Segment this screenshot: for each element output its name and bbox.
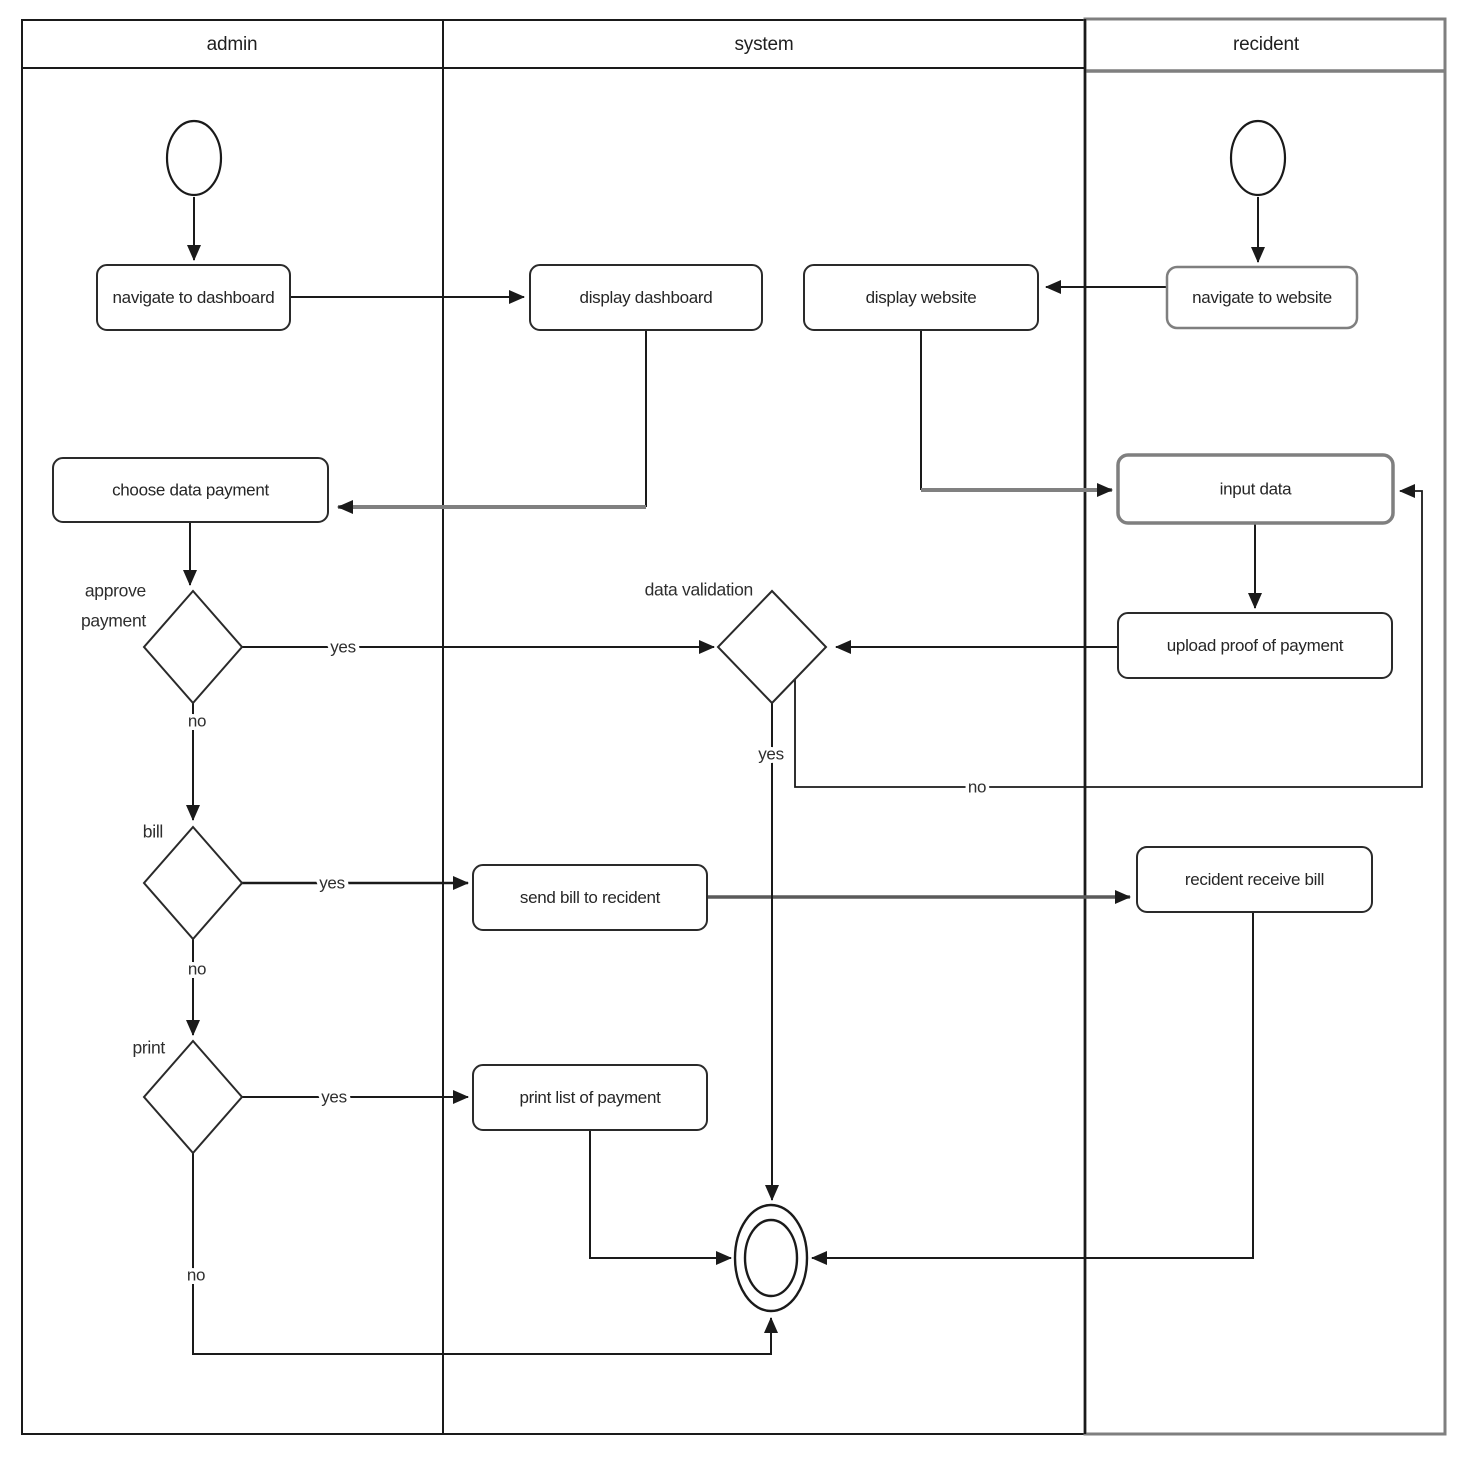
navigate-to-dashboard-node [96,264,291,331]
approve-payment-decision [142,589,244,705]
display-website-label: display website [866,288,977,307]
send-bill-to-recident-label: send bill to recident [520,888,661,907]
edge-approve-yes-to-data-validation-label: yes [330,637,356,656]
navigate-to-dashboard-label: navigate to dashboard [113,288,275,307]
bill-decision-label: bill [143,822,163,842]
lane-frame-main [21,19,1086,1435]
display-dashboard-label: display dashboard [580,288,713,307]
display-website-node [803,264,1039,331]
edge-bill-no-to-print-label: no [188,959,206,978]
recident-start-node [1229,119,1287,197]
approve-payment-decision-label: approve [85,581,146,601]
edge-print-no-to-end-label: no [187,1265,205,1284]
lane-title-recident: recident [1233,34,1300,55]
edges-layer [183,197,1423,1355]
print-decision [142,1039,244,1155]
approve-payment-decision-label: payment [81,611,146,631]
input-data-label: input data [1220,479,1293,498]
print-decision-label: print [132,1038,165,1058]
navigate-to-website-node [1165,265,1359,330]
edge-print-yes-to-print-list-label: yes [321,1087,347,1106]
recident-receive-bill-label: recident receive bill [1185,870,1324,889]
display-dashboard-node [529,264,763,331]
data-validation-decision [716,589,828,705]
labels-layer: navigate to dashboard display dashboard di… [81,288,1344,1288]
lane-title-system: system [735,34,794,55]
upload-proof-of-payment-node [1117,612,1393,679]
input-data-node [1116,453,1395,525]
choose-data-payment-node [52,457,329,523]
edge-recident-receive-to-end [811,912,1254,1265]
lane-title-admin: admin [207,34,258,55]
upload-proof-of-payment-label: upload proof of payment [1167,636,1344,655]
edge-print-list-to-end [589,1130,732,1265]
edge-data-validation-no-to-input-data [794,484,1423,788]
print-list-of-payment-label: print list of payment [519,1088,661,1107]
lanes-layer: admin system recident [21,17,1447,1436]
edge-approve-no-to-bill-label: no [188,711,206,730]
bill-decision [142,825,244,941]
navigate-to-website-label: navigate to website [1192,288,1332,307]
flow-end-inner [743,1218,799,1298]
edge-bill-yes-to-send-bill-label: yes [319,873,345,892]
edge-data-validation-yes-to-end-label: yes [758,744,784,763]
edge-print-no-to-end [192,1152,778,1355]
print-list-of-payment-node [472,1064,708,1131]
recident-receive-bill-node [1136,846,1373,913]
lane-frame-recident [1083,17,1447,1436]
data-validation-decision-label: data validation [645,580,753,600]
choose-data-payment-label: choose data payment [112,480,269,499]
send-bill-to-recident-node [472,864,708,931]
admin-start-node [165,119,223,197]
edge-data-validation-no-to-input-data-label: no [968,777,986,796]
nodes-layer [52,119,1395,1313]
